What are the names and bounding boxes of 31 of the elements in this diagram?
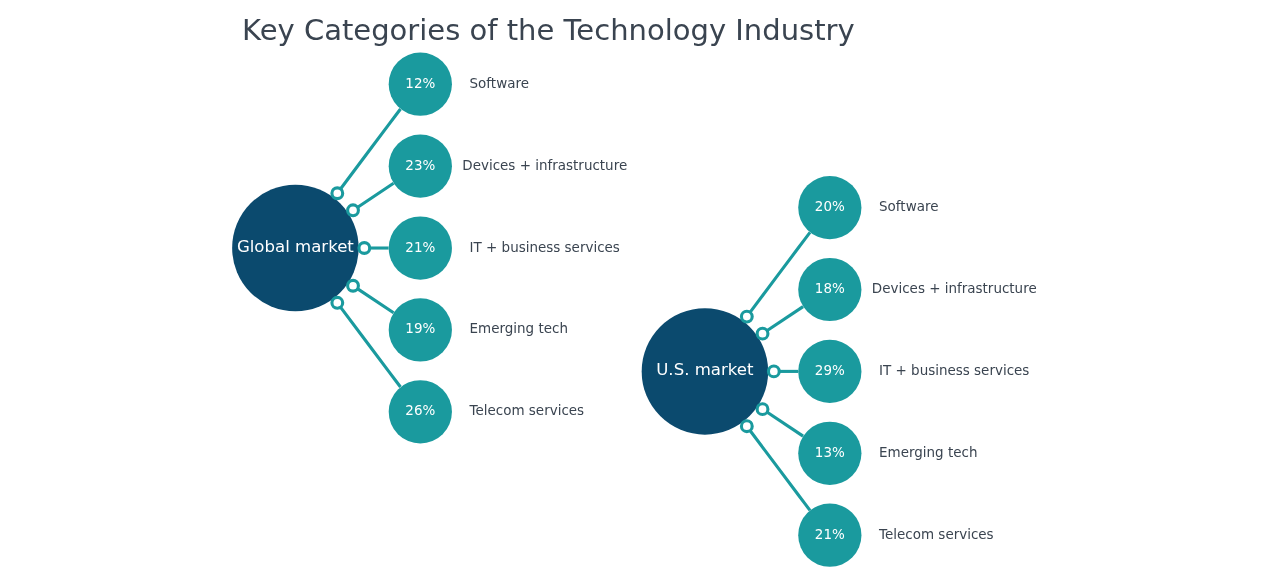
connector — [739, 231, 812, 324]
node-circle: 19% — [388, 298, 452, 362]
node-circle: 23% — [388, 134, 452, 198]
node-label: Emerging tech — [879, 443, 978, 460]
node-label: Devices + infrastructure — [871, 280, 1037, 297]
node-circle: 12% — [388, 52, 452, 116]
connector — [755, 305, 804, 341]
connector — [766, 364, 799, 379]
connector — [346, 278, 395, 315]
node-circle: 18% — [798, 257, 862, 322]
node-label: Telecom services — [469, 402, 585, 419]
node-label: Software — [469, 74, 529, 91]
node-label: IT + business services — [469, 238, 620, 255]
node-label: Emerging tech — [469, 320, 568, 337]
node-circle: 26% — [388, 380, 452, 444]
connector — [330, 108, 402, 201]
node-label: IT + business services — [879, 361, 1030, 378]
node-label: Devices + infrastructure — [462, 156, 628, 173]
diagram-title: Key Categories of the Technology Industry — [242, 12, 855, 47]
node-label: Telecom services — [879, 525, 994, 542]
connector — [330, 295, 402, 388]
node-circle: 13% — [798, 421, 862, 485]
connector — [739, 419, 812, 512]
node-circle: 21% — [388, 216, 452, 280]
node-label: Software — [879, 198, 939, 215]
connector — [346, 181, 395, 218]
connector — [755, 402, 804, 438]
node-circle: 29% — [798, 339, 862, 403]
node-circle: 20% — [798, 176, 862, 240]
node-circle: 21% — [798, 503, 862, 567]
connector — [357, 241, 389, 255]
